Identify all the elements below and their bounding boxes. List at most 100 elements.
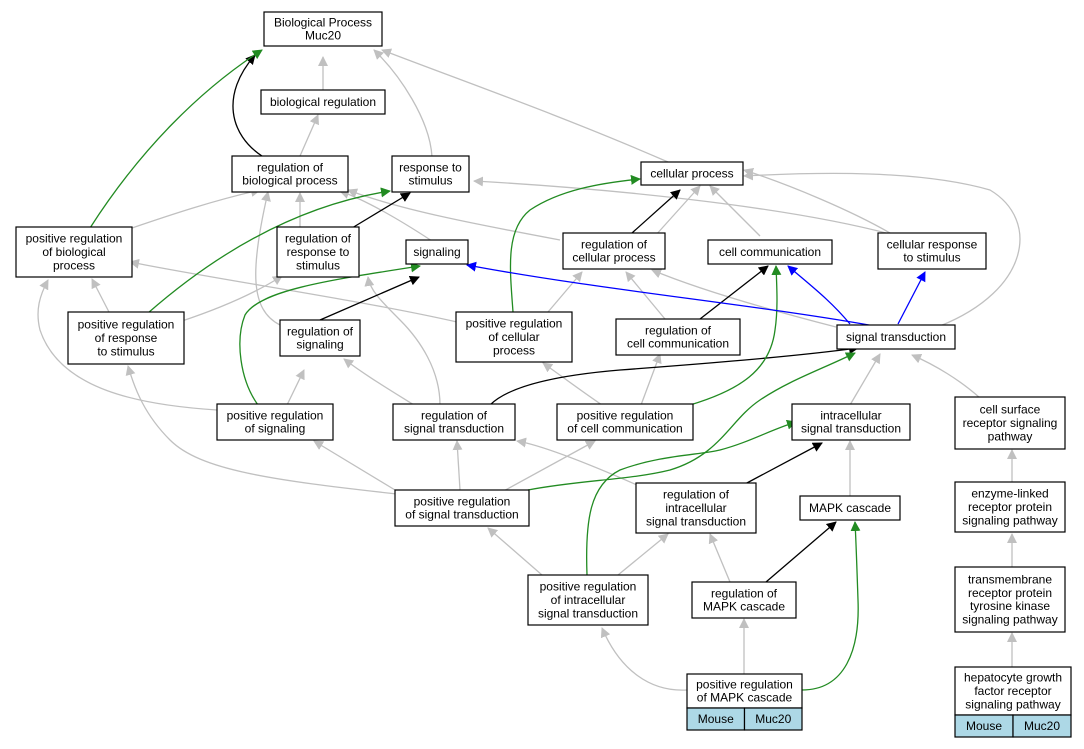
node-box xyxy=(799,495,901,521)
go-term-node-cellular-process[interactable]: cellular process xyxy=(640,161,744,186)
edge-is-a xyxy=(708,533,731,583)
edge-is-a xyxy=(625,271,666,320)
node-box xyxy=(216,403,334,441)
node-box xyxy=(15,226,133,278)
node-label-line: signal transduction xyxy=(846,330,946,344)
node-label-line: cell surface xyxy=(980,403,1041,417)
node-label-line: regulation of xyxy=(285,232,352,246)
node-label-line: Biological Process xyxy=(274,15,372,29)
edge-positively-regulates xyxy=(689,265,782,406)
node-label-line: signal transduction xyxy=(646,514,746,528)
go-term-node-signaling[interactable]: signaling xyxy=(405,239,469,265)
edge-is-a xyxy=(709,185,761,237)
edge-is-a xyxy=(347,188,561,241)
annotation-tag-mouse: Mouse xyxy=(954,714,1014,738)
node-label-line: intracellular xyxy=(820,408,881,422)
node-box xyxy=(260,89,386,115)
edge-regulates xyxy=(744,442,823,485)
node-label-line: positive regulation xyxy=(577,408,674,422)
node-box xyxy=(635,482,757,534)
node-label-line: biological process xyxy=(242,174,337,188)
node-label-line: receptor protein xyxy=(968,500,1052,514)
node-label-line: regulation of xyxy=(257,160,324,174)
node-box xyxy=(394,489,530,527)
edge-is-a xyxy=(911,354,981,399)
node-label-line: of intracellular xyxy=(551,593,626,607)
edge-is-a xyxy=(651,268,837,328)
node-label-line: positive regulation xyxy=(26,232,123,246)
node-label-line: signaling xyxy=(296,338,343,352)
edge-part-of xyxy=(787,265,851,325)
node-label-line: of response xyxy=(95,331,158,345)
go-term-node-signal-transduction[interactable]: signal transduction xyxy=(836,324,956,350)
node-label-line: of cell communication xyxy=(567,422,682,436)
node-label-line: cell communication xyxy=(719,245,821,259)
edge-is-a xyxy=(255,191,281,326)
node-box xyxy=(954,396,1066,450)
node-label-line: MAPK cascade xyxy=(809,501,891,515)
edge-is-a xyxy=(373,49,433,158)
go-term-node-mapk-cascade[interactable]: MAPK cascade xyxy=(799,495,901,521)
node-label-line: signaling xyxy=(413,245,460,259)
tag-cell xyxy=(743,707,803,731)
edge-part-of xyxy=(897,271,926,325)
node-label-line: regulation of xyxy=(287,324,354,338)
go-term-node-cell-communication[interactable]: cell communication xyxy=(707,239,833,265)
node-label-line: tyrosine kinase xyxy=(970,599,1050,613)
node-box xyxy=(791,403,911,441)
node-label-line: to stimulus xyxy=(97,344,154,358)
node-box xyxy=(392,403,516,441)
node-box xyxy=(954,566,1066,633)
edge-positively-regulates xyxy=(509,174,641,313)
edge-regulates xyxy=(319,275,420,321)
node-label-line: regulation of xyxy=(421,408,488,422)
node-label-line: cellular response xyxy=(887,237,978,251)
go-term-node-biological-regulation[interactable]: biological regulation xyxy=(260,89,386,115)
node-box xyxy=(615,318,741,356)
node-box xyxy=(954,666,1072,716)
node-label-line: signal transduction xyxy=(801,422,901,436)
edge-is-a xyxy=(487,527,543,576)
edge-is-a xyxy=(654,185,701,237)
node-label-line: enzyme-linked xyxy=(971,487,1048,501)
node-label-line: of cellular xyxy=(488,330,539,344)
edge-is-a xyxy=(743,168,891,234)
node-label-line: of signaling xyxy=(245,422,306,436)
node-box xyxy=(836,324,956,350)
edge-is-a xyxy=(91,278,111,315)
edge-is-a xyxy=(37,279,218,411)
tag-label: Muc20 xyxy=(1024,719,1060,733)
node-box xyxy=(391,155,470,193)
edge-regulates xyxy=(631,189,681,234)
node-label-line: cell communication xyxy=(627,337,729,351)
node-box xyxy=(556,403,694,441)
edge-is-a xyxy=(542,362,603,406)
annotation-tag-mouse: Mouse xyxy=(686,707,746,731)
